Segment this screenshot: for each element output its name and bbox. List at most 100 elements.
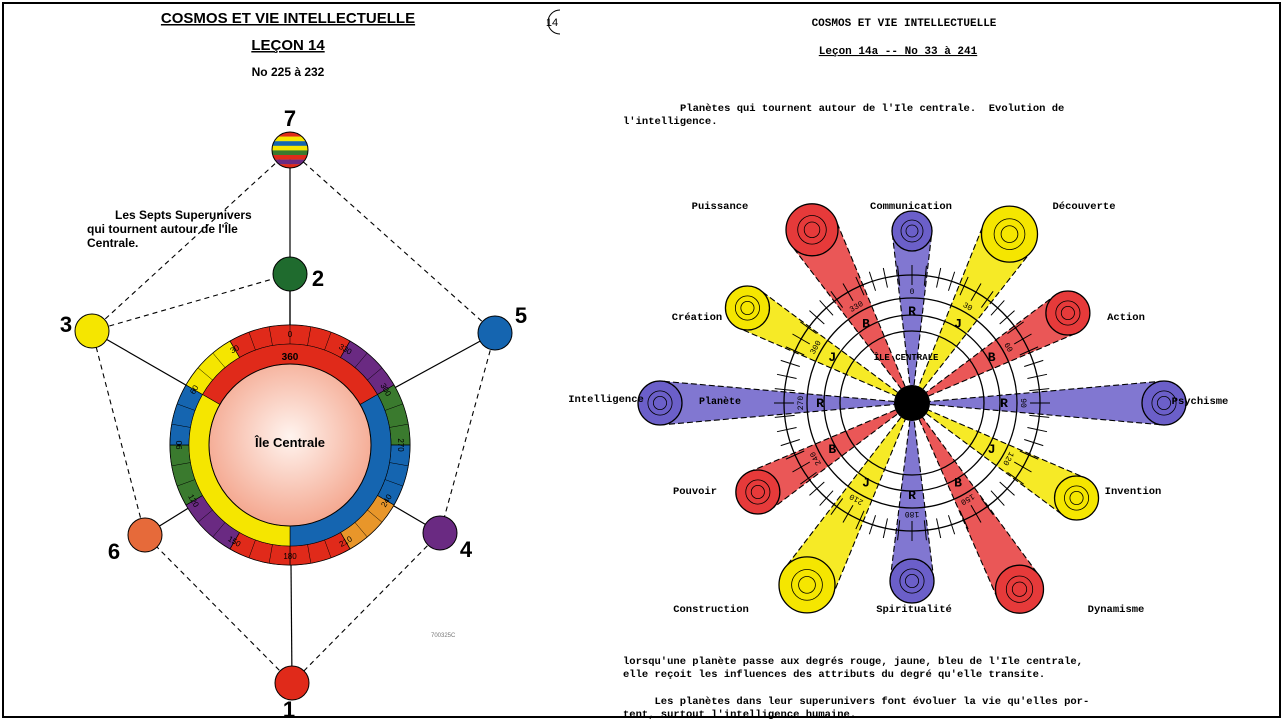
planet-swirl xyxy=(791,569,823,601)
attribute-planet xyxy=(1141,380,1187,426)
ring-tick xyxy=(774,388,795,392)
planet-swirl xyxy=(900,219,924,243)
ring-tick xyxy=(1027,427,1048,433)
attribute-label: Action xyxy=(1107,312,1145,324)
ring-degree: 0 xyxy=(910,288,915,297)
attribute-planet xyxy=(778,556,836,614)
ring-tick xyxy=(776,427,797,433)
attribute-planet xyxy=(724,285,771,331)
planet-swirl xyxy=(993,218,1026,250)
ring-tick xyxy=(999,310,1015,325)
ring-tick xyxy=(389,462,409,467)
dashed-link xyxy=(91,330,146,536)
attribute-planet xyxy=(637,380,683,426)
ring-tick xyxy=(185,495,203,506)
ring-tick xyxy=(171,423,191,428)
ring-tick xyxy=(212,352,226,368)
ring-tick xyxy=(882,518,888,539)
attribute-planet xyxy=(994,564,1045,614)
ring-tick xyxy=(197,509,213,523)
ring-tick xyxy=(324,332,332,351)
planet-swirl xyxy=(740,300,755,315)
ring-tick xyxy=(980,498,994,515)
ring-tick xyxy=(354,522,368,538)
ring-tick xyxy=(248,539,256,558)
stripe xyxy=(272,141,308,146)
node-label: 2 xyxy=(312,266,324,291)
attribute-label: Puissance xyxy=(692,201,749,213)
planet-swirl xyxy=(653,395,668,410)
planet-label: Planète xyxy=(699,396,741,408)
ring-tick xyxy=(855,510,865,530)
superunivers-node xyxy=(274,665,310,701)
ring-tick xyxy=(780,359,800,368)
planet-swirl xyxy=(803,221,821,238)
ring-tick xyxy=(842,283,854,302)
ring-tick xyxy=(809,310,825,325)
ring-tick xyxy=(1029,414,1050,418)
ring-tick xyxy=(947,271,956,291)
beam-letter: R xyxy=(908,488,916,503)
ring-tick xyxy=(384,403,403,411)
attribute-planet xyxy=(889,558,935,604)
caption-line-1: Les Septs Superunivers xyxy=(115,208,252,222)
dashed-link xyxy=(91,273,291,332)
planet-swirl xyxy=(1069,490,1084,505)
planet-swirl xyxy=(750,484,765,499)
planet-swirl xyxy=(1005,575,1034,603)
ring-tick xyxy=(171,462,191,467)
degree-label: 270 xyxy=(396,438,405,452)
stripe xyxy=(272,155,308,160)
ring-tick xyxy=(842,504,854,523)
node-label: 5 xyxy=(515,303,527,328)
attribute-planet xyxy=(785,203,839,257)
ring-tick xyxy=(1013,461,1032,473)
ring-tick xyxy=(897,520,901,541)
central-island-core xyxy=(894,385,930,421)
stripe xyxy=(272,132,308,137)
ring-tick xyxy=(819,490,834,506)
intro-line-2: l'intelligence. xyxy=(623,116,718,128)
ring-tick xyxy=(389,423,409,428)
stripe xyxy=(272,150,308,156)
dashed-link xyxy=(439,332,496,534)
planet-swirl xyxy=(1151,390,1177,416)
attribute-planet xyxy=(891,210,933,252)
superunivers-node xyxy=(422,515,458,551)
ring-tick xyxy=(377,384,395,395)
ring-tick xyxy=(1007,471,1024,485)
ring-tick xyxy=(1029,388,1050,392)
attribute-planet xyxy=(980,205,1039,263)
ring-degree: 30 xyxy=(961,301,974,314)
ring-tick xyxy=(990,490,1005,506)
ring-tick xyxy=(248,332,256,351)
node-label: 6 xyxy=(108,539,120,564)
left-panel: COSMOS ET VIE INTELLECTUELLE LEÇON 14 No… xyxy=(60,9,561,721)
planet-swirl xyxy=(1060,305,1075,320)
ring-tick xyxy=(268,544,273,564)
ring-tick xyxy=(340,340,351,358)
ring-tick xyxy=(990,300,1005,316)
ring-tick xyxy=(959,510,969,530)
ring-tick xyxy=(367,509,383,523)
attribute-label: Création xyxy=(672,312,722,324)
planet-swirl xyxy=(1064,485,1090,511)
beam-letter: R xyxy=(908,304,916,319)
superunivers-node xyxy=(127,517,163,553)
node-7-stripes xyxy=(272,132,308,168)
beam-letter: J xyxy=(988,442,996,457)
ring-tick xyxy=(959,276,969,296)
ring-tick xyxy=(792,461,811,473)
ring-tick xyxy=(868,515,877,535)
ring-tick xyxy=(177,403,196,411)
beam-letter: J xyxy=(828,350,836,365)
stripe xyxy=(272,159,308,165)
ring-tick xyxy=(923,520,927,541)
planet-swirl xyxy=(905,574,920,589)
stamp: 700325C xyxy=(431,633,456,639)
planet-swirl xyxy=(745,479,771,505)
node-label: 4 xyxy=(460,537,473,562)
ring-tick xyxy=(377,495,395,506)
ring-tick xyxy=(1027,373,1048,379)
ring-tick xyxy=(936,267,942,288)
